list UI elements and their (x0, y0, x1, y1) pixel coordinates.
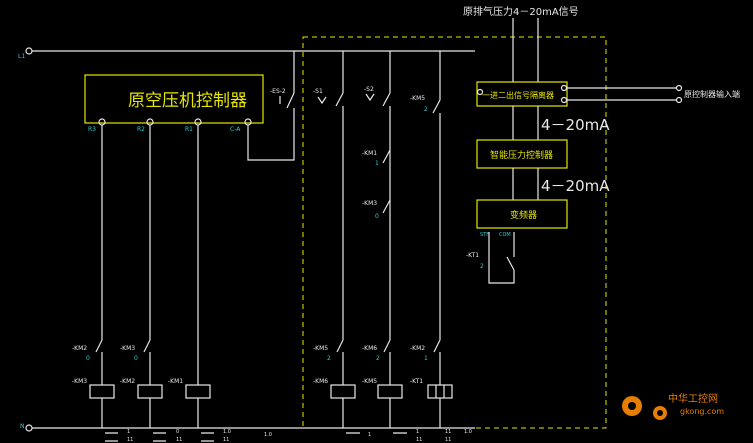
signal-2: 4－20mA (541, 177, 610, 195)
rail-l1-label: L1 (18, 53, 25, 60)
kt1-num: 2 (480, 263, 484, 270)
column-switches (317, 51, 441, 340)
svg-text:11: 11 (223, 437, 229, 443)
controller-wires (101, 108, 295, 385)
bc-5-num: 1 (424, 355, 428, 362)
bc-4-num: 2 (376, 355, 380, 362)
km5-top-label: -KM5 (410, 95, 425, 102)
coil-km6-label: -KM6 (313, 378, 328, 385)
watermark: 中华工控网 gkong.com (622, 392, 724, 420)
svg-text:1: 1 (416, 429, 419, 435)
svg-text:11: 11 (127, 437, 133, 443)
svg-text:1: 1 (127, 429, 130, 435)
km3-label: -KM3 (362, 200, 377, 207)
watermark-cn: 中华工控网 (668, 392, 718, 405)
output-label: 原控制器输入端 (684, 89, 740, 99)
controller-box (84, 74, 264, 124)
terminal-r2: R2 (137, 126, 145, 133)
svg-text:11: 11 (416, 437, 422, 443)
coil-km2-label: -KM2 (120, 378, 135, 385)
dashed-enclosure (302, 36, 607, 429)
rail-n-terminal (25, 424, 33, 432)
svg-text:11: 11 (445, 437, 451, 443)
inverter-label: 变频器 (510, 209, 537, 221)
isolator-connections (476, 84, 683, 140)
isolator-box (476, 81, 568, 107)
km5-top-num: 2 (424, 106, 428, 113)
inverter-stf: STF (480, 232, 489, 238)
bottom-switch-symbols (105, 432, 407, 442)
svg-text:11: 11 (445, 429, 451, 435)
svg-text:1.0: 1.0 (264, 432, 272, 438)
terminal-r1: R1 (185, 126, 193, 133)
bottom-contact-switches (95, 339, 441, 385)
controller-title: 原空压机控制器 (128, 91, 247, 111)
s1-label: -S1 (313, 88, 323, 95)
coil-km3-label: -KM3 (72, 378, 87, 385)
bc-4-label: -KM6 (362, 345, 377, 352)
signal-wires-top (512, 18, 539, 82)
svg-text:0: 0 (176, 429, 179, 435)
signal-title: 原排气压力4－20mA信号 (463, 5, 579, 18)
pressure-controller-label: 智能压力控制器 (490, 149, 553, 161)
coil-km1-label: -KM1 (168, 378, 183, 385)
km1-label: -KM1 (362, 150, 377, 157)
pressure-controller-box (476, 139, 568, 169)
terminal-ca: C-A (230, 126, 241, 133)
rail-l1-terminal (25, 47, 33, 55)
bc-1-num: 0 (86, 355, 90, 362)
bc-3-num: 2 (327, 355, 331, 362)
es2-label: -ES-2 (270, 88, 286, 95)
bc-1-label: -KM2 (72, 345, 87, 352)
s2-label: -S2 (364, 86, 374, 93)
controller-terminals (98, 118, 252, 126)
isolator-label: 一进二出信号隔离器 (482, 90, 554, 100)
coils (89, 384, 453, 428)
km1-num: 1 (375, 160, 379, 167)
coil-kt1-label: -KT1 (410, 378, 423, 385)
terminal-r3: R3 (88, 126, 96, 133)
coil-km5-label: -KM5 (362, 378, 377, 385)
inverter-box (476, 199, 568, 229)
svg-text:1.0: 1.0 (223, 429, 231, 435)
rail-n-label: N (20, 423, 25, 430)
inverter-com: COM (499, 232, 511, 238)
km3-num: 0 (375, 213, 379, 220)
bottom-numbers: 1 11 0 11 1.0 11 1.0 1 1 11 11 11 1.0 (127, 429, 472, 443)
kt1-label: -KT1 (466, 252, 479, 259)
pc-connections (512, 168, 539, 200)
bc-5-label: -KM2 (410, 345, 425, 352)
svg-text:1: 1 (368, 432, 371, 438)
kt1-contact (488, 232, 515, 284)
es2-switch (279, 51, 295, 109)
svg-text:11: 11 (176, 437, 182, 443)
bc-2-num: 0 (134, 355, 138, 362)
bc-2-label: -KM3 (120, 345, 135, 352)
watermark-en: gkong.com (680, 407, 724, 416)
signal-1: 4－20mA (541, 116, 610, 134)
svg-text:1.0: 1.0 (464, 429, 472, 435)
bc-3-label: -KM5 (313, 345, 328, 352)
